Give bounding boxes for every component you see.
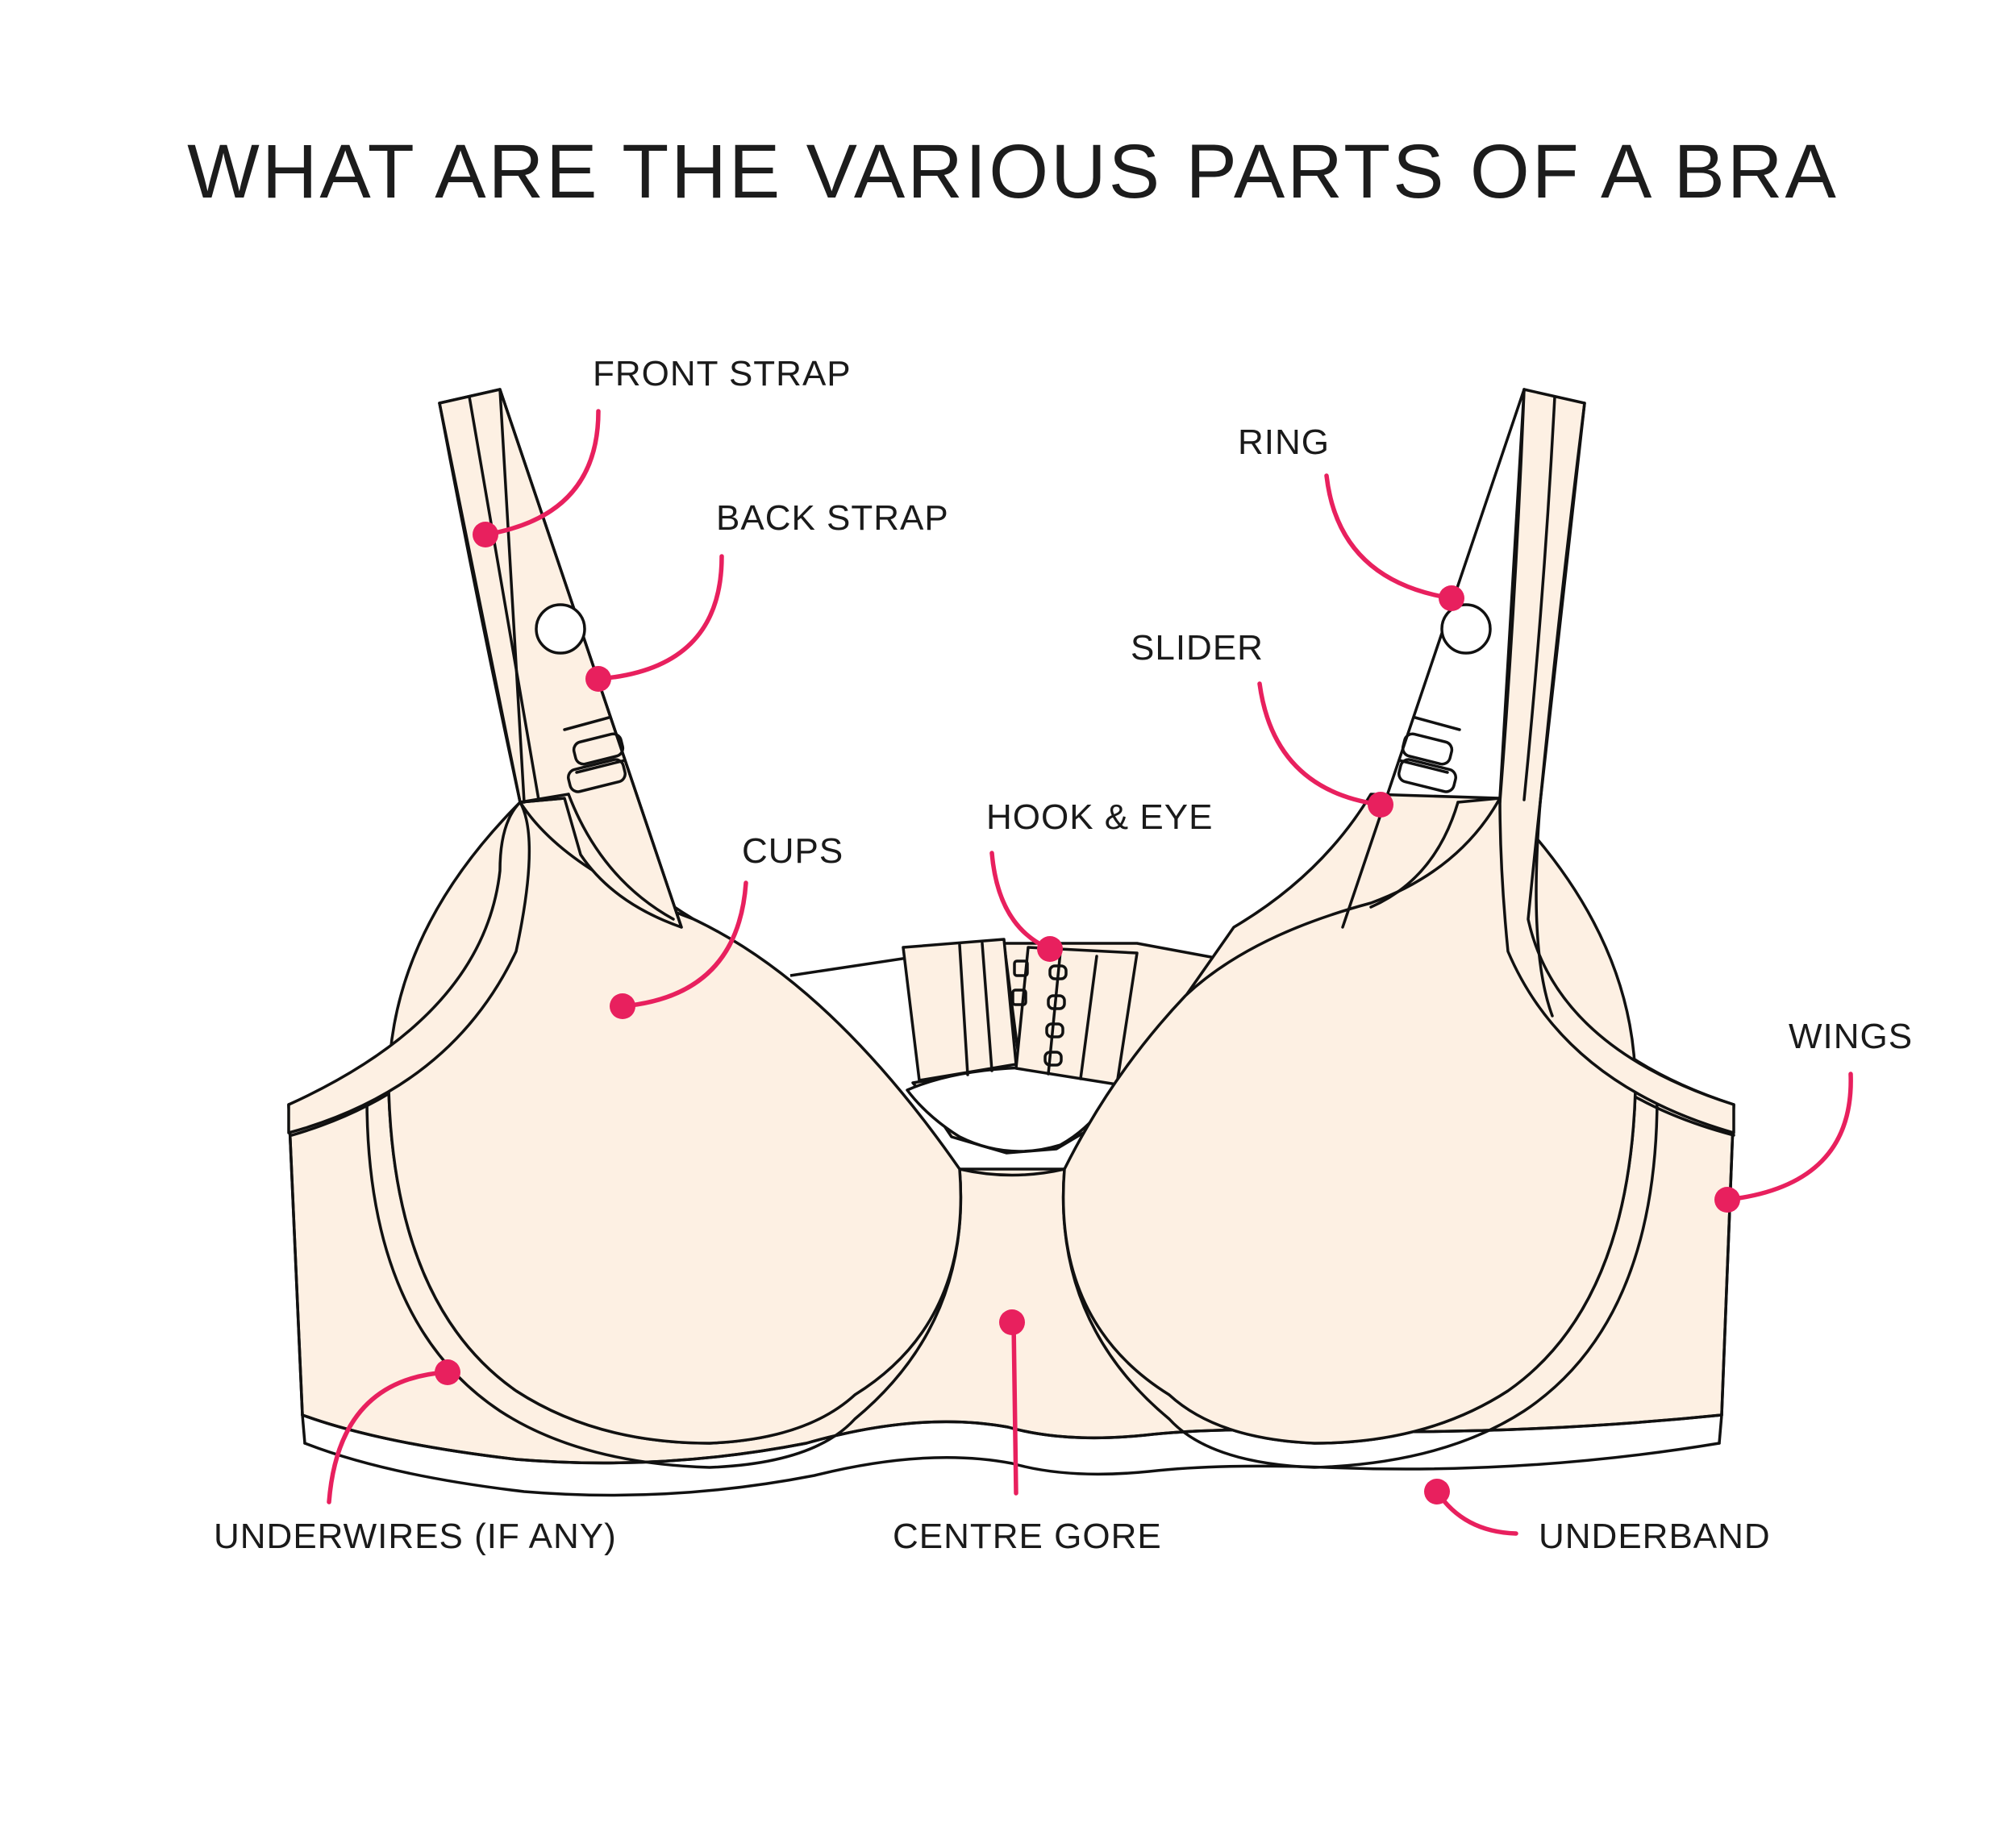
hook-row <box>1011 959 1068 1067</box>
label-cups: CUPS <box>742 831 843 871</box>
label-front-strap: FRONT STRAP <box>593 354 852 393</box>
cups-leader <box>620 880 748 1009</box>
underwires-dot <box>435 1359 460 1385</box>
right-strap-band <box>1498 388 1735 1134</box>
centre-gore-dot <box>999 1309 1025 1335</box>
label-back-strap: BACK STRAP <box>716 498 949 538</box>
back-strap-dot <box>585 666 611 692</box>
cups-dot <box>610 993 635 1019</box>
hook-eye-leader <box>989 851 1052 951</box>
slider-leader <box>1257 681 1383 807</box>
wings-leader <box>1725 1072 1853 1202</box>
hook-eye-dot <box>1037 936 1063 962</box>
labels: FRONT STRAP BACK STRAP RING SLIDER CUPS … <box>214 354 1913 1556</box>
right-cup <box>1061 797 1637 1445</box>
slider-dot <box>1368 792 1393 818</box>
wings-dot <box>1714 1187 1740 1213</box>
underwires-leader <box>327 1370 450 1504</box>
callouts <box>327 409 1853 1536</box>
underband-line-bottom <box>303 1442 1721 1497</box>
left-ring <box>535 603 586 655</box>
left-strap-band <box>287 388 531 1134</box>
back-strap-leader <box>596 554 724 681</box>
label-ring: RING <box>1238 422 1330 462</box>
underband-dot <box>1424 1479 1450 1504</box>
left-cup <box>387 801 963 1445</box>
label-underwires: UNDERWIRES (IF ANY) <box>214 1517 617 1556</box>
left-slider <box>563 716 627 793</box>
label-slider: SLIDER <box>1131 628 1264 668</box>
centre-gore-top <box>958 1167 1066 1177</box>
label-wings: WINGS <box>1789 1017 1913 1056</box>
centre-gore-leader <box>1011 1320 1018 1496</box>
front-strap-dot <box>473 522 498 547</box>
label-hook-eye: HOOK & EYE <box>986 797 1213 837</box>
left-underwire-outer <box>365 1097 963 1469</box>
ring-leader <box>1324 473 1454 601</box>
label-centre-gore: CENTRE GORE <box>893 1517 1162 1556</box>
ring-dot <box>1439 585 1464 611</box>
right-slider <box>1397 716 1461 793</box>
diagram-title: WHAT ARE THE VARIOUS PARTS OF A BRA <box>187 129 1839 214</box>
eye-tape <box>1014 946 1139 1086</box>
right-ring <box>1440 603 1492 655</box>
label-underband: UNDERBAND <box>1539 1517 1771 1556</box>
front-strap-leader <box>483 409 601 537</box>
bra-illustration <box>287 388 1735 1497</box>
right-underwire-outer <box>1061 1095 1659 1469</box>
underband-leader <box>1435 1489 1518 1536</box>
